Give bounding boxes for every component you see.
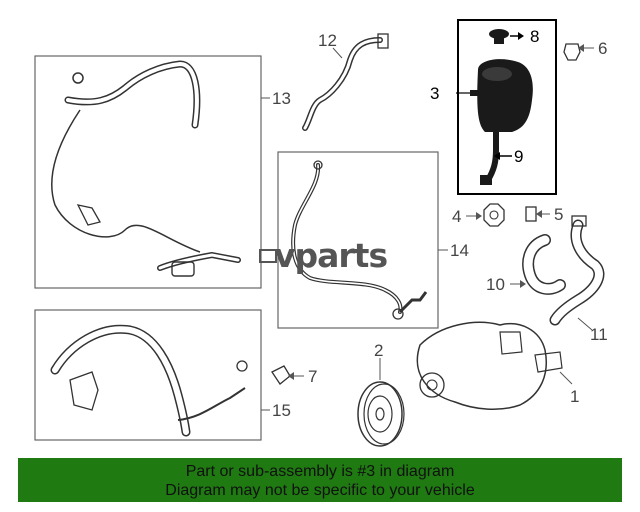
part-5-group[interactable]: 5 — [525, 205, 563, 224]
callout-5: 5 — [554, 205, 563, 224]
callout-12: 12 — [318, 31, 337, 50]
part-13-line — [51, 109, 201, 253]
part-2-group[interactable]: 2 — [357, 341, 405, 447]
part-10-group[interactable]: 10 — [486, 234, 566, 295]
banner-line-1: Part or sub-assembly is #3 in diagram — [185, 463, 455, 480]
part-12-group[interactable]: 12 — [302, 31, 389, 131]
part-15-box — [34, 309, 262, 441]
part-13-hose — [64, 60, 201, 129]
part-5-fitting — [525, 206, 537, 222]
part-11-group[interactable]: 11 — [549, 215, 608, 344]
part-15-line — [177, 387, 246, 421]
part-6-bolt — [563, 43, 581, 61]
callout-14: 14 — [450, 241, 469, 260]
callout-7: 7 — [308, 367, 317, 386]
callout-4: 4 — [452, 207, 461, 226]
callout-10: 10 — [486, 275, 505, 294]
part-13-grommet — [72, 72, 84, 84]
part-6-group[interactable]: 6 — [563, 39, 607, 61]
part-15-group[interactable]: 15 — [34, 309, 291, 441]
part-7-bolt — [271, 365, 291, 385]
part-1-pump — [416, 321, 547, 411]
watermark-text: vparts — [274, 236, 387, 275]
part-4-clamp — [483, 203, 505, 227]
part-3-group[interactable]: 8 3 9 — [430, 19, 557, 195]
info-banner: Part or sub-assembly is #3 in diagram Di… — [18, 458, 622, 502]
part-12-line — [302, 37, 383, 131]
part-7-group[interactable]: 7 — [271, 365, 317, 386]
watermark-logo: vparts — [259, 236, 388, 275]
callout-1: 1 — [570, 387, 579, 406]
part-3-highlight-box — [457, 19, 557, 195]
part-14-box — [277, 151, 439, 329]
callout-8: 8 — [530, 27, 539, 46]
callout-2: 2 — [374, 341, 383, 360]
banner-line-2: Diagram may not be specific to your vehi… — [165, 482, 475, 499]
callout-3: 3 — [430, 84, 439, 103]
parts-diagram: 13 12 8 3 9 6 — [34, 19, 608, 447]
callout-9: 9 — [514, 147, 523, 166]
callout-11: 11 — [590, 325, 608, 344]
part-13-box — [34, 55, 262, 289]
part-13-group[interactable]: 13 — [34, 55, 291, 289]
callout-13: 13 — [272, 89, 291, 108]
callout-15: 15 — [272, 401, 291, 420]
part-1-group[interactable]: 1 — [416, 321, 579, 411]
part-14-group[interactable]: 14 — [277, 151, 469, 329]
part-2-pulley — [357, 381, 403, 447]
part-4-group[interactable]: 4 — [452, 203, 505, 227]
callout-6: 6 — [598, 39, 607, 58]
